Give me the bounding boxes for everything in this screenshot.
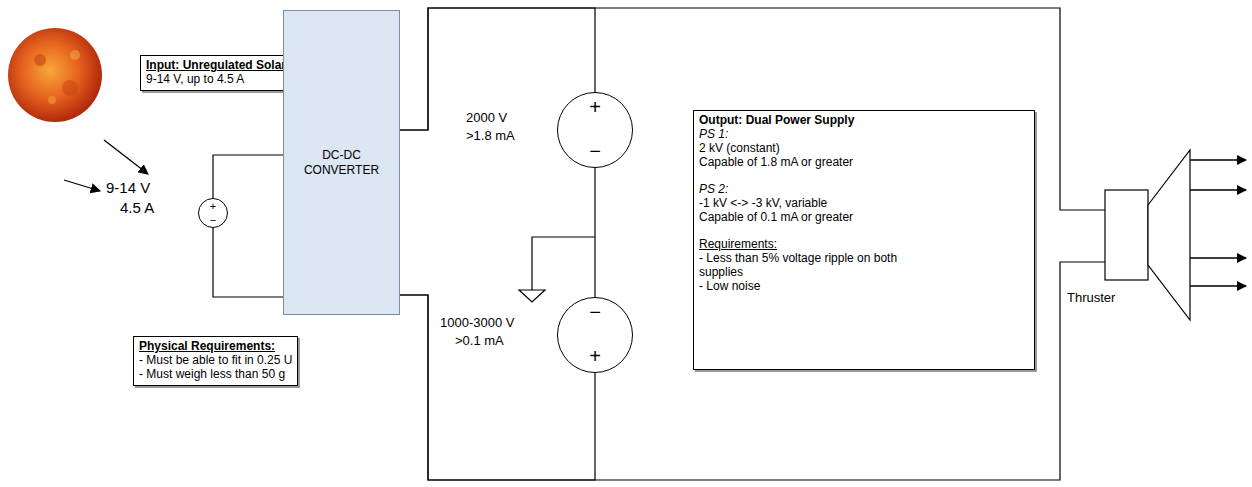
box-text: −: [589, 140, 601, 162]
box-text: +: [589, 345, 601, 367]
box-text: -1 kV <-> -3 kV, variable: [699, 196, 1029, 210]
thruster-outline: [1105, 150, 1190, 320]
thruster: Thruster: [1105, 150, 1190, 320]
box-text: 2 kV (constant): [699, 141, 1029, 155]
box-heading: Physical Requirements:: [139, 339, 292, 353]
box-text: −: [589, 301, 601, 323]
thruster-nozzle: [1148, 150, 1190, 320]
thruster-body: [1105, 190, 1148, 280]
wire: [594, 168, 595, 297]
box-heading: Output: Dual Power Supply: [699, 113, 1029, 127]
voltage-source: +−: [198, 198, 228, 228]
spec-box: Output: Dual Power SupplyPS 1:2 kV (cons…: [693, 110, 1035, 370]
box-text: - Less than 5% voltage ripple on both su…: [699, 251, 914, 279]
wire: [213, 155, 283, 198]
box-text: - Must weigh less than 50 g: [139, 367, 292, 381]
wire: [213, 228, 283, 297]
box-text: Input: Unregulated Solar PV: [146, 58, 305, 72]
note-box: Physical Requirements:- Must be able to …: [133, 336, 298, 386]
voltage-source: −+: [557, 297, 633, 373]
converter-box: DC-DC CONVERTER: [283, 10, 400, 315]
box-text: - Must be able to fit in 0.25 U: [139, 353, 292, 367]
box-text: Capable of 0.1 mA or greater: [699, 210, 1029, 224]
thrust-arrows: [1190, 160, 1246, 286]
supply-rating: 2000 V: [466, 110, 507, 125]
voltage-source: +−: [557, 92, 633, 168]
box-text: PS 1:: [699, 127, 1029, 141]
connector-layer: [213, 8, 1105, 480]
supply-rating: 1000-3000 V: [440, 315, 514, 330]
supply-rating: >0.1 mA: [455, 333, 504, 348]
sun-picture: [8, 28, 102, 122]
box-text: +: [589, 96, 601, 118]
input-rating: 4.5 A: [120, 199, 154, 216]
ground-wire: [519, 237, 595, 302]
box-text: Thruster: [1067, 291, 1152, 305]
box-text: DC-DC CONVERTER: [298, 148, 385, 178]
box-text: 9-14 V, up to 4.5 A: [146, 72, 305, 86]
box-text: - Low noise: [699, 279, 1029, 293]
box-text: Requirements:: [699, 237, 1029, 251]
input-rating: 9-14 V: [106, 179, 150, 196]
box-text: +: [210, 200, 216, 212]
supply-rating: >1.8 mA: [466, 128, 515, 143]
box-text: PS 2:: [699, 182, 1029, 196]
box-text: Capable of 1.8 mA or greater: [699, 155, 1029, 169]
box-text: −: [210, 214, 216, 226]
